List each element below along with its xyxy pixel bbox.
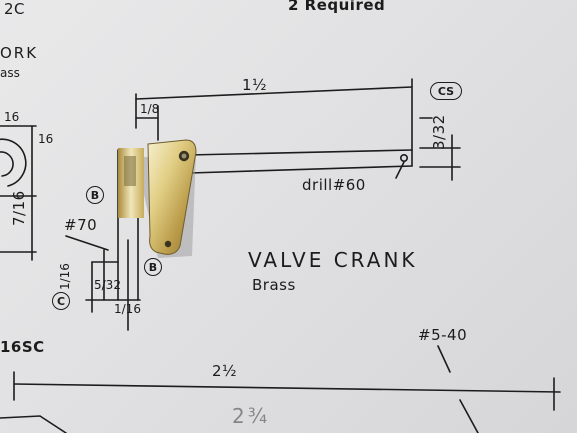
- lower-left-16sc: 16SC: [0, 338, 45, 356]
- callout-b-upper: B: [86, 186, 104, 204]
- part-title: VALVE CRANK: [248, 248, 418, 272]
- dim-side-right: 3/32: [430, 114, 448, 150]
- lower-thread-label: #5-40: [418, 326, 468, 344]
- header-partial-text: 2 Required: [288, 0, 386, 14]
- dim-overall-length: 1½: [242, 76, 268, 94]
- dim-c-1-16: 1/16: [58, 263, 72, 290]
- dim-1-16-lower: 1/16: [114, 302, 141, 316]
- left-partial-16-a: 16: [4, 110, 20, 124]
- part-material: Brass: [252, 276, 296, 294]
- callout-b-lower: B: [144, 258, 162, 276]
- left-partial-ork: ORK: [0, 44, 39, 62]
- dim-hub-width: 1/8: [140, 102, 160, 116]
- left-partial-16-b: 16: [38, 132, 54, 146]
- dim-5-32: 5/32: [94, 278, 121, 292]
- note-drill-60: drill#60: [302, 176, 366, 194]
- lower-dim-2-half: 2½: [212, 362, 238, 380]
- left-partial-7-16: 7/16: [10, 190, 28, 226]
- brass-valve-crank-part: [118, 139, 197, 258]
- note-drill-70: #70: [64, 216, 98, 234]
- left-partial-top: 2C: [4, 0, 26, 18]
- left-partial-ass: ass: [0, 66, 20, 80]
- lower-dim-2-3-4: 2¾: [232, 404, 271, 428]
- dim-corner-label: CS: [430, 82, 462, 100]
- callout-c: C: [52, 292, 70, 310]
